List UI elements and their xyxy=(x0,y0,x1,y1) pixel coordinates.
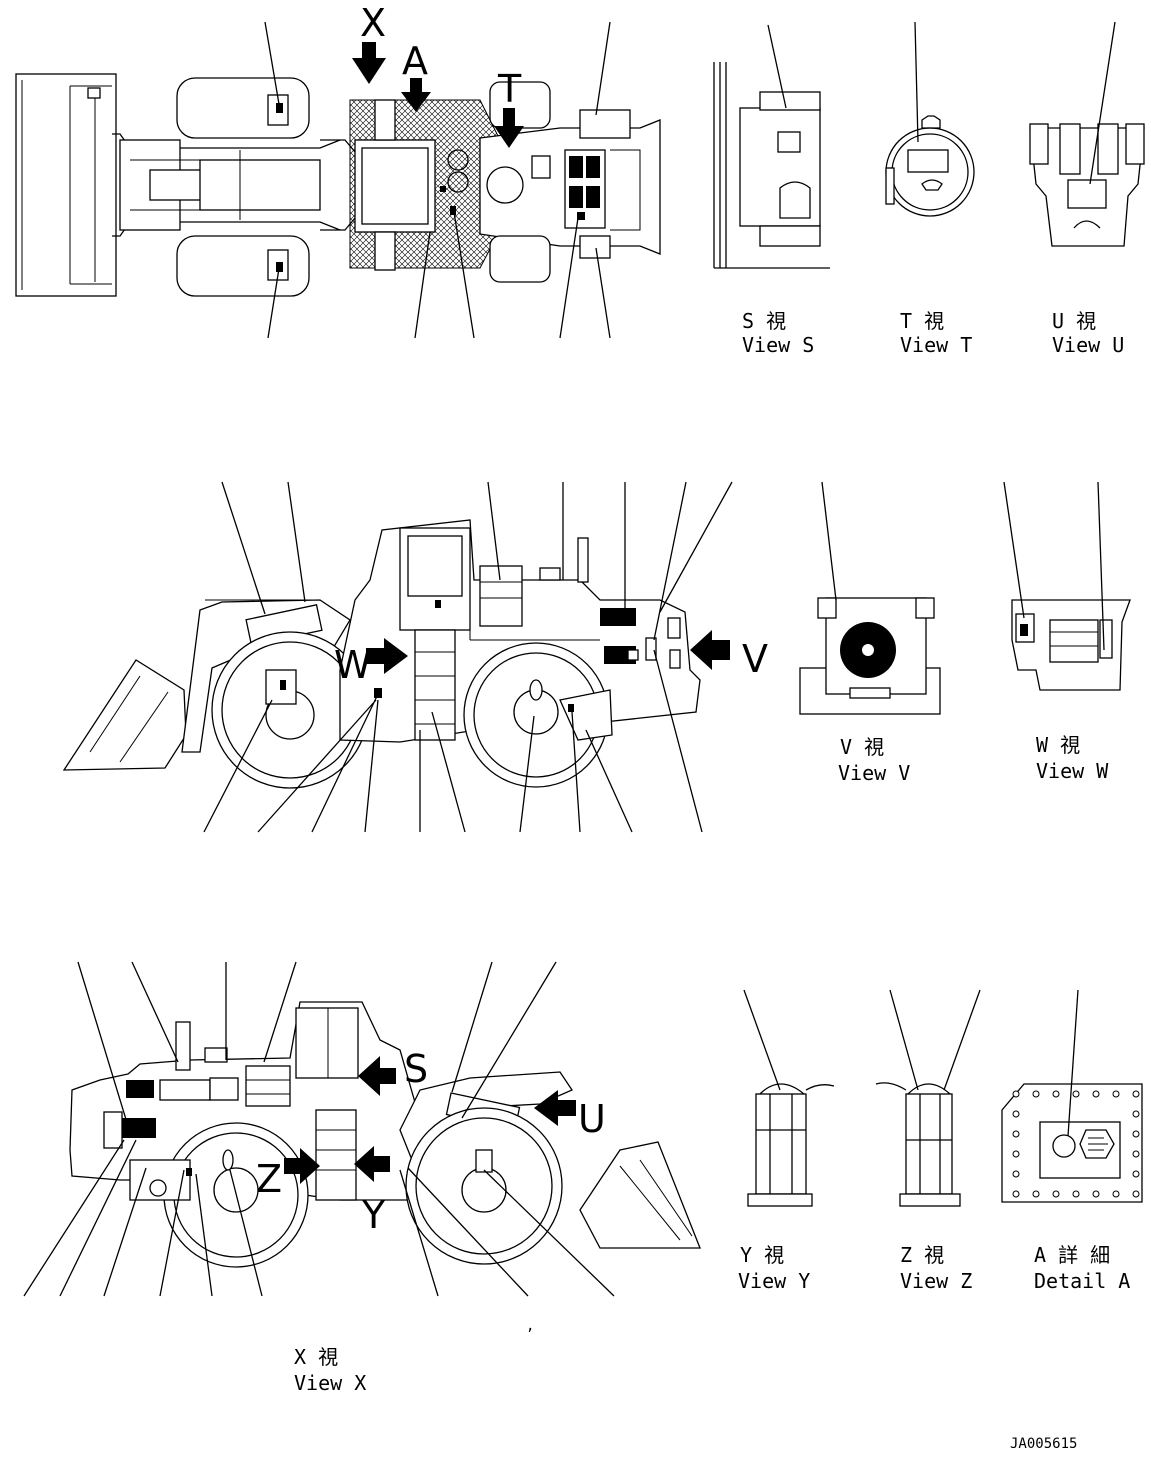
view-u-drawing xyxy=(1029,21,1145,247)
bolt-hole xyxy=(1012,1090,1020,1098)
bolt-hole xyxy=(1032,1190,1040,1198)
bolt-hole xyxy=(1012,1190,1020,1198)
bolt-hole xyxy=(1112,1090,1120,1098)
bolt-hole xyxy=(1112,1190,1120,1198)
bolt-hole xyxy=(1132,1150,1140,1158)
arrow-label-x: X xyxy=(360,1,386,45)
view-w-jp: W 視 xyxy=(1036,733,1080,757)
view-z-drawing xyxy=(875,989,981,1207)
view-t-drawing xyxy=(885,21,975,217)
view-v-en: View V xyxy=(838,761,910,785)
x-arrows: S U Z Y xyxy=(256,1047,606,1237)
stray-mark: , xyxy=(526,1318,534,1334)
view-t-jp: T 視 xyxy=(900,309,944,333)
left-side-view xyxy=(62,481,733,833)
bolt-hole xyxy=(1132,1110,1140,1118)
bolt-hole xyxy=(1132,1170,1140,1178)
drawing-code: JA005615 xyxy=(1010,1436,1077,1452)
bolt-hole xyxy=(1072,1090,1080,1098)
bolt-hole xyxy=(1132,1130,1140,1138)
view-w-drawing xyxy=(1003,481,1131,691)
side-arrows: W V xyxy=(334,630,768,687)
detail-a-en: Detail A xyxy=(1034,1269,1130,1293)
view-x-en: View X xyxy=(294,1371,366,1395)
bolt-hole xyxy=(1132,1090,1140,1098)
view-y-en: View Y xyxy=(738,1269,810,1293)
bolt-hole xyxy=(1012,1110,1020,1118)
view-y-drawing xyxy=(743,989,835,1207)
bolt-hole xyxy=(1012,1130,1020,1138)
arrow-label-w: W xyxy=(334,643,372,687)
bolt-hole xyxy=(1052,1190,1060,1198)
view-x-jp: X 視 xyxy=(294,1345,338,1369)
top-plan-view xyxy=(15,21,661,339)
arrow-label-s: S xyxy=(404,1047,428,1091)
view-s-en: View S xyxy=(742,333,814,357)
top-arrows: X A T xyxy=(352,1,524,148)
view-u-jp: U 視 xyxy=(1052,309,1096,333)
arrow-label-z: Z xyxy=(256,1157,282,1201)
arrow-label-y: Y xyxy=(361,1193,386,1237)
view-y-jp: Y 視 xyxy=(740,1243,784,1267)
view-z-jp: Z 視 xyxy=(900,1243,944,1267)
bolt-hole xyxy=(1052,1090,1060,1098)
view-v-jp: V 視 xyxy=(840,735,884,759)
bolt-hole xyxy=(1012,1170,1020,1178)
bolt-hole xyxy=(1092,1190,1100,1198)
view-z-en: View Z xyxy=(900,1269,972,1293)
bolt-hole xyxy=(1092,1090,1100,1098)
view-t-en: View T xyxy=(900,333,972,357)
detail-a-jp: A 詳 細 xyxy=(1034,1243,1110,1267)
view-s-drawing xyxy=(713,24,830,269)
detail-a-drawing xyxy=(1001,989,1143,1203)
bolt-hole xyxy=(1012,1150,1020,1158)
view-u-en: View U xyxy=(1052,333,1124,357)
arrow-label-a: A xyxy=(402,39,428,83)
bolt-hole xyxy=(1032,1090,1040,1098)
view-s-jp: S 視 xyxy=(742,309,786,333)
bolt-hole xyxy=(1132,1190,1140,1198)
bolt-hole xyxy=(1072,1190,1080,1198)
arrow-label-u: U xyxy=(578,1097,606,1141)
view-v-drawing xyxy=(799,481,941,715)
arrow-label-v: V xyxy=(742,637,768,681)
right-side-view xyxy=(23,961,701,1297)
view-w-en: View W xyxy=(1036,759,1109,783)
arrow-label-t: T xyxy=(497,67,522,111)
